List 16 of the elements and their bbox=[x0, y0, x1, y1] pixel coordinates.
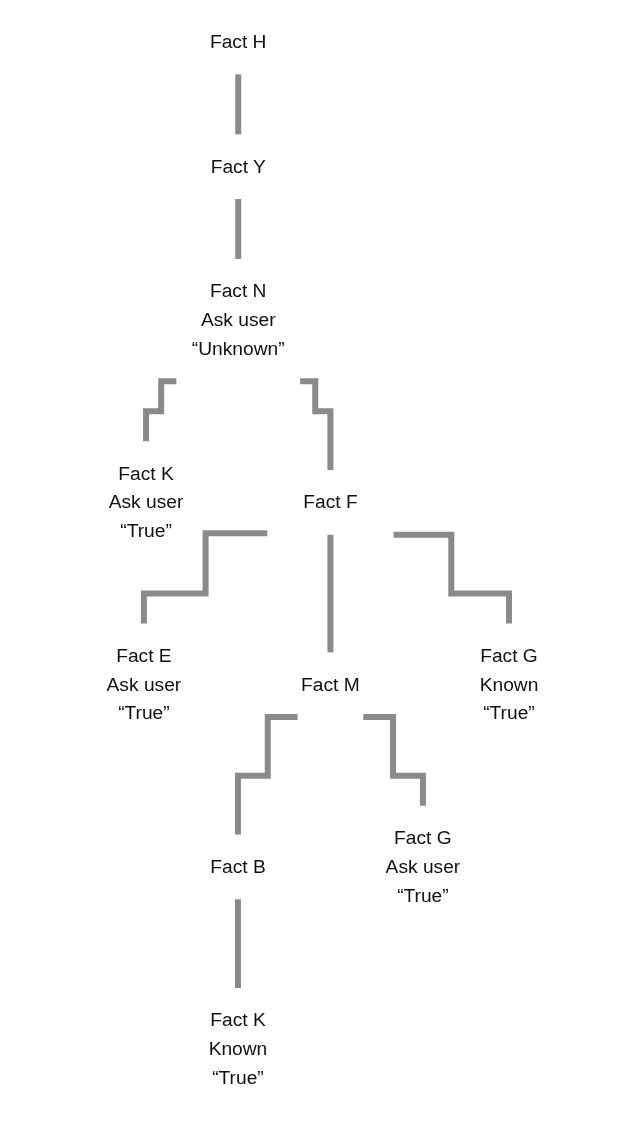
node-text: Fact F bbox=[302, 491, 358, 513]
node-text: Fact H bbox=[209, 31, 267, 52]
connector bbox=[362, 714, 426, 809]
connector bbox=[140, 530, 267, 627]
node-text: Fact K Ask user “True” bbox=[108, 462, 183, 541]
node-text: Fact K Known “True” bbox=[208, 1009, 267, 1088]
connector bbox=[234, 196, 241, 262]
connector bbox=[393, 531, 512, 627]
node-text: Fact B bbox=[209, 856, 266, 877]
node-text: Fact M bbox=[300, 673, 360, 695]
connector bbox=[234, 714, 298, 838]
node-text: Fact E Ask user “True” bbox=[106, 645, 181, 724]
node-text: Fact N Ask user “Unknown” bbox=[191, 280, 285, 359]
node-text: Fact G Known “True” bbox=[479, 645, 538, 724]
node-text: Fact G Ask user “True” bbox=[385, 827, 460, 906]
node-text: Fact Y bbox=[210, 155, 266, 177]
